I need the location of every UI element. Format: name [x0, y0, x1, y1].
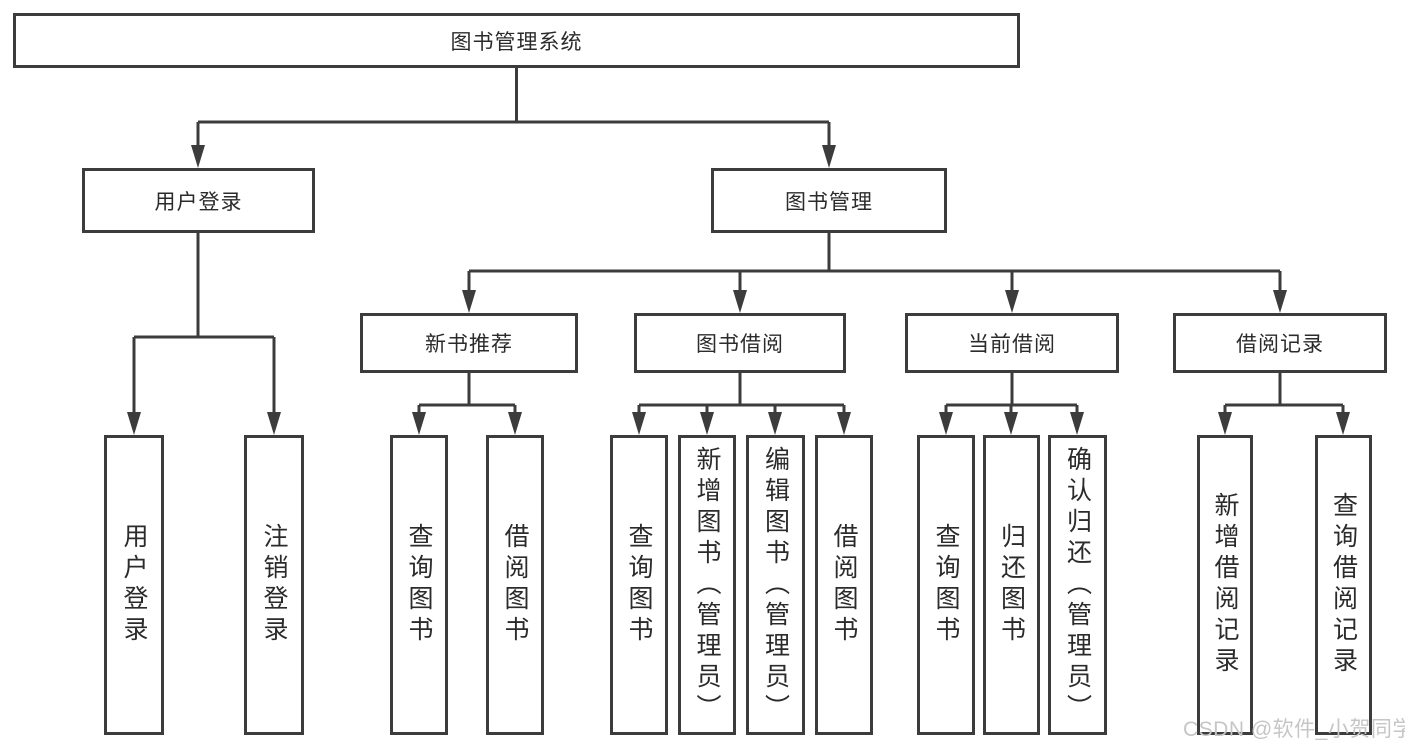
node-borrow-records: 借阅记录	[1173, 313, 1387, 373]
leaf-return-books-label: 归还图书	[997, 523, 1026, 647]
leaf-confirm-return-admin: 确认归还（管理员）	[1048, 435, 1107, 735]
leaf-user-login: 用户登录	[104, 435, 164, 735]
watermark: CSDN @软件_小贺同学	[1183, 718, 1405, 741]
leaf-borrow-books-newrec: 借阅图书	[486, 435, 544, 735]
leaf-edit-books-admin: 编辑图书（管理员）	[746, 435, 805, 735]
leaf-logout-login: 注销登录	[244, 435, 304, 735]
node-book-management-label: 图书管理	[785, 190, 873, 214]
leaf-query-books-borrow-label: 查询图书	[625, 523, 653, 647]
leaf-add-borrow-record-label: 新增借阅记录	[1211, 492, 1239, 678]
node-borrow-records-label: 借阅记录	[1236, 333, 1324, 356]
leaf-return-books: 归还图书	[983, 435, 1040, 735]
leaf-borrow-books-newrec-label: 借阅图书	[501, 523, 529, 647]
node-library-system-label: 图书管理系统	[450, 30, 583, 54]
leaf-confirm-return-admin-label: 确认归还（管理员）	[1063, 445, 1092, 725]
node-user-login: 用户登录	[82, 168, 315, 233]
node-book-borrow: 图书借阅	[634, 313, 846, 373]
leaf-add-borrow-record: 新增借阅记录	[1197, 435, 1253, 735]
leaf-query-books-newrec-label: 查询图书	[405, 523, 433, 647]
leaf-edit-books-admin-label: 编辑图书（管理员）	[761, 445, 790, 725]
node-current-borrow: 当前借阅	[905, 313, 1119, 373]
node-user-login-label: 用户登录	[154, 190, 243, 214]
leaf-logout-login-label: 注销登录	[260, 523, 288, 647]
node-library-system: 图书管理系统	[13, 13, 1020, 68]
leaf-add-books-admin-label: 新增图书（管理员）	[693, 445, 721, 725]
leaf-query-books-current-label: 查询图书	[932, 523, 960, 647]
leaf-query-books-borrow: 查询图书	[610, 435, 668, 735]
leaf-add-books-admin: 新增图书（管理员）	[678, 435, 736, 735]
leaf-query-books-current: 查询图书	[917, 435, 975, 735]
node-book-management: 图书管理	[711, 168, 947, 233]
node-book-borrow-label: 图书借阅	[696, 333, 784, 356]
leaf-user-login-label: 用户登录	[120, 523, 148, 647]
leaf-borrow-books: 借阅图书	[815, 435, 873, 735]
leaf-borrow-books-label: 借阅图书	[830, 523, 858, 647]
leaf-query-borrow-record-label: 查询借阅记录	[1329, 492, 1358, 678]
node-new-book-recommend: 新书推荐	[360, 313, 578, 373]
node-new-book-recommend-label: 新书推荐	[425, 333, 513, 356]
leaf-query-borrow-record: 查询借阅记录	[1315, 435, 1372, 735]
leaf-query-books-newrec: 查询图书	[390, 435, 448, 735]
node-current-borrow-label: 当前借阅	[968, 333, 1056, 356]
